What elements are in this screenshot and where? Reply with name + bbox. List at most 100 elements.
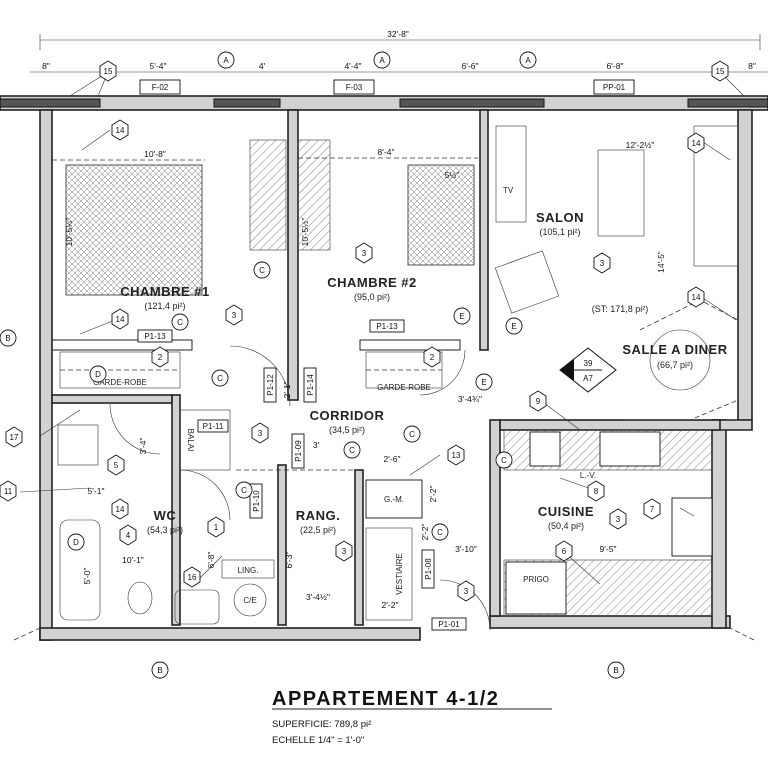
circle-tag: D: [89, 365, 107, 383]
svg-text:8: 8: [594, 487, 599, 496]
room-salon: TV SALON (105,1 pi²) (ST: 171,8 pi²) 12'…: [494, 125, 739, 314]
svg-text:2: 2: [430, 353, 435, 362]
svg-text:P1-08: P1-08: [424, 558, 433, 580]
room-name-salon: SALON: [536, 210, 584, 225]
svg-text:A7: A7: [583, 374, 593, 383]
svg-text:L.-V.: L.-V.: [580, 471, 596, 480]
hex-tag: 6: [555, 540, 573, 562]
svg-text:C/E: C/E: [243, 596, 256, 605]
svg-text:LING.: LING.: [238, 566, 259, 575]
hex-tag: 14: [111, 308, 129, 330]
interior-walls: [51, 109, 721, 626]
svg-text:32'-8": 32'-8": [387, 29, 409, 39]
svg-text:14: 14: [692, 139, 701, 148]
circle-tag: B: [151, 661, 169, 679]
window-tag-f02: F-02: [139, 79, 181, 95]
circle-tag: C: [403, 425, 421, 443]
hex-tag: 7: [643, 498, 661, 520]
svg-text:P1-14: P1-14: [306, 374, 315, 396]
room-name-chambre-2: CHAMBRE #2: [327, 275, 417, 290]
svg-text:C: C: [217, 374, 223, 383]
window-tag-f03: F-03: [333, 79, 375, 95]
hex-tag: 14: [687, 286, 705, 308]
hex-tag: 9: [529, 390, 547, 412]
svg-text:GARDE-ROBE: GARDE-ROBE: [93, 378, 147, 387]
svg-text:C: C: [501, 456, 507, 465]
hex-tag: 3: [225, 304, 243, 326]
circle-tag: C: [343, 441, 361, 459]
room-name-corridor: CORRIDOR: [310, 408, 385, 423]
hex-tag: 3: [593, 252, 611, 274]
svg-text:15: 15: [716, 67, 725, 76]
svg-text:4': 4': [259, 61, 266, 71]
circle-tag: B: [607, 661, 625, 679]
svg-text:3: 3: [464, 587, 469, 596]
circle-tag: E: [453, 307, 471, 325]
svg-text:13: 13: [452, 451, 461, 460]
hex-tag: 14: [687, 132, 705, 154]
room-area-chambre-2: (95,0 pi²): [354, 292, 390, 302]
hex-tag: 17: [5, 426, 23, 448]
room-area-corridor: (34,5 pi²): [329, 425, 365, 435]
hex-tag: 11: [0, 480, 17, 502]
svg-text:5'-4": 5'-4": [150, 61, 167, 71]
svg-text:4'-4": 4'-4": [345, 61, 362, 71]
hex-tag: 3: [457, 580, 475, 602]
svg-text:TV: TV: [503, 186, 514, 195]
exterior-walls: [0, 95, 768, 641]
svg-text:11: 11: [4, 487, 13, 496]
room-wc: WC (54,3 pi²) 10'-1" 5'-1" 5'-0" 3'-4": [57, 424, 220, 625]
svg-text:GARDE-ROBE: GARDE-ROBE: [377, 383, 431, 392]
svg-text:3': 3': [313, 440, 320, 450]
svg-text:6'-8": 6'-8": [206, 552, 216, 569]
svg-text:9'-5": 9'-5": [600, 544, 617, 554]
svg-text:3'-4¾": 3'-4¾": [458, 394, 482, 404]
svg-text:15: 15: [104, 67, 113, 76]
plan-title: APPARTEMENT 4-1/2: [272, 688, 499, 710]
room-chambre-2: CHAMBRE #2 (95,0 pi²) 8'-4" 10'-5½" 5½": [297, 139, 478, 302]
circle-tag: E: [505, 317, 523, 335]
room-area-chambre-1: (121,4 pi²): [144, 301, 185, 311]
svg-text:E: E: [481, 378, 486, 387]
svg-text:B: B: [613, 666, 618, 675]
hex-tag: 2: [151, 346, 169, 368]
room-area-salle-a-diner: (66,7 pi²): [657, 360, 693, 370]
svg-text:14: 14: [116, 315, 125, 324]
svg-text:39: 39: [584, 359, 593, 368]
circle-tag: C: [171, 313, 189, 331]
svg-text:6'-6": 6'-6": [462, 61, 479, 71]
circle-tag: C: [211, 369, 229, 387]
svg-text:C: C: [241, 486, 247, 495]
room-salle-a-diner: SALLE A DINER (66,7 pi²): [620, 299, 739, 421]
hex-tag: 14: [111, 119, 129, 141]
window-tag-pp01: PP-01: [593, 79, 635, 95]
svg-text:5'-0": 5'-0": [82, 568, 92, 585]
svg-text:7: 7: [650, 505, 655, 514]
svg-text:8": 8": [748, 61, 756, 71]
svg-text:D: D: [73, 538, 79, 547]
svg-text:P1-01: P1-01: [438, 620, 460, 629]
svg-text:3: 3: [342, 547, 347, 556]
svg-text:8'-4": 8'-4": [378, 147, 395, 157]
svg-text:C: C: [177, 318, 183, 327]
svg-text:16: 16: [188, 573, 197, 582]
svg-text:10'-5½": 10'-5½": [300, 218, 310, 247]
room-chambre-1: CHAMBRE #1 (121,4 pi²) 10'-8" 10'-5½": [52, 139, 287, 311]
title-block: APPARTEMENT 4-1/2 SUPERFICIE: 789,8 pi² …: [272, 688, 552, 746]
hex-tag: 4: [119, 524, 137, 546]
svg-text:14: 14: [116, 126, 125, 135]
hex-tag: 13: [447, 444, 465, 466]
svg-text:10'-8": 10'-8": [144, 149, 166, 159]
hex-tag: 16: [183, 566, 201, 588]
svg-text:B: B: [5, 334, 10, 343]
hex-tags: 15 15 14 14 14 14 14 3 3 3 3 3 3 3 2 2 1…: [0, 60, 729, 602]
dimension-overall: 32'-8": [39, 29, 761, 50]
room-cuisine: L.-V. PRIGO CUISINE (50,4 pi²) 9'-5" 3'-…: [455, 429, 713, 617]
svg-text:3'-4": 3'-4": [138, 438, 148, 455]
svg-text:C: C: [259, 266, 265, 275]
svg-text:4: 4: [126, 531, 131, 540]
svg-text:2'-2": 2'-2": [420, 524, 430, 541]
svg-text:PP-01: PP-01: [603, 83, 626, 92]
svg-text:1: 1: [214, 523, 219, 532]
